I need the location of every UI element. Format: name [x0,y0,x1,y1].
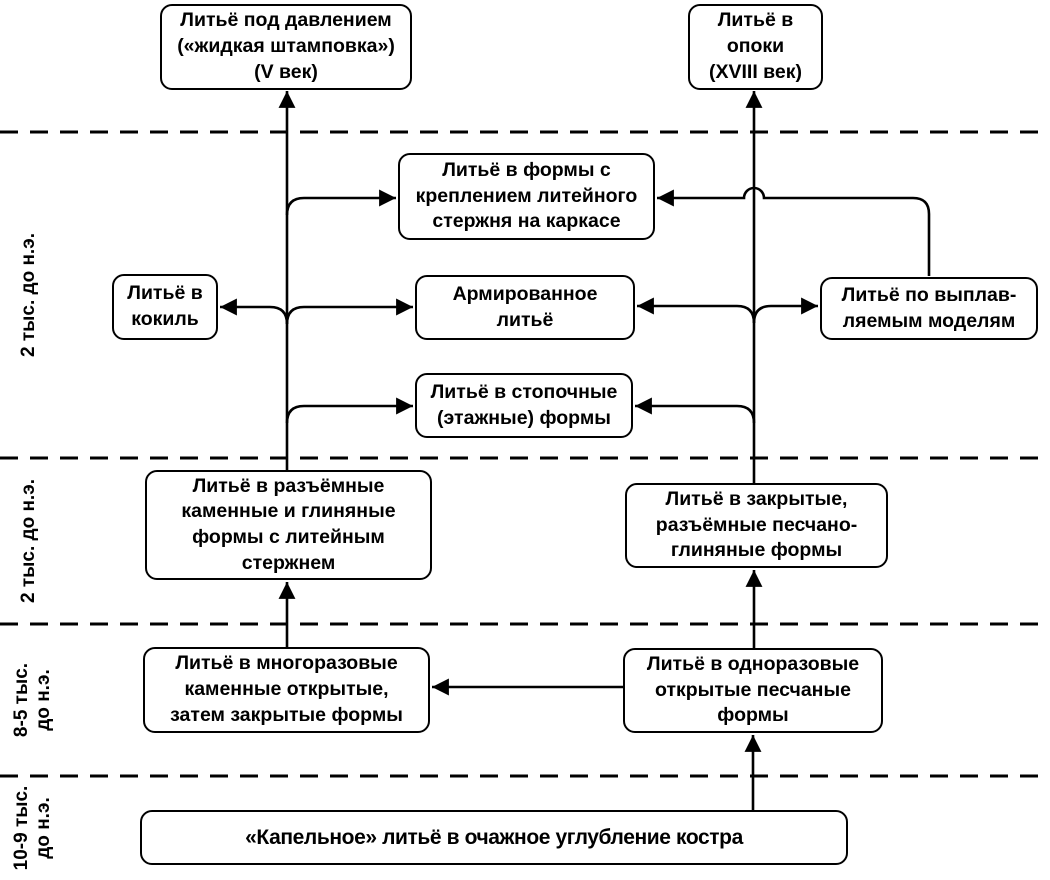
node-cored-frame-molds: Литьё в формы с креплением литейного сте… [398,153,655,240]
node-split-stone-clay-molds: Литьё в разъёмные каменные и глиняные фо… [145,470,432,580]
arrow-trunk-to-armir-right [637,297,756,324]
arrow-trunk-to-armir [285,298,413,325]
node-stack-molds: Литьё в стопочные (этажные) формы [415,373,633,438]
era-label-2k-bce-lower: 2 тыс. до н.э. [18,479,40,603]
node-flask-casting: Литьё в опоки (XVIII век) [688,4,823,90]
arrow-trunk-to-vyplav [752,297,818,324]
node-single-use-sand-molds: Литьё в одноразовые открытые песчаные фо… [623,648,883,733]
era-label-10-9k-bce: 10-9 тыс. до н.э. [11,785,54,871]
node-chill-casting: Литьё в кокиль [112,274,218,340]
node-reinforced-casting: Армированное литьё [415,275,635,340]
timeline-dividers [0,130,1050,778]
arrow-trunk-to-kokil [220,298,289,325]
node-pressure-casting: Литьё под давлением («жидкая штамповка»)… [160,4,412,90]
era-label-8-5k-bce: 8-5 тыс. до н.э. [11,662,54,738]
arrow-trunk-to-stopoch-left [285,397,413,424]
era-label-2k-bce-upper: 2 тыс. до н.э. [18,233,40,357]
node-drop-casting: «Капельное» литьё в очажное углубление к… [140,810,848,865]
node-investment-casting: Литьё по выплав- ляемым моделям [820,277,1038,340]
arrow-trunk-to-stopoch-right [635,397,756,424]
arrow-trunk-to-karkas [285,189,396,216]
arrow-vyplav-to-karkas [657,186,931,276]
arrows [220,91,931,810]
node-reusable-stone-molds: Литьё в многоразовые каменные открытые, … [143,647,430,733]
node-closed-sand-clay-molds: Литьё в закрытые, разъёмные песчано- гли… [625,483,888,568]
